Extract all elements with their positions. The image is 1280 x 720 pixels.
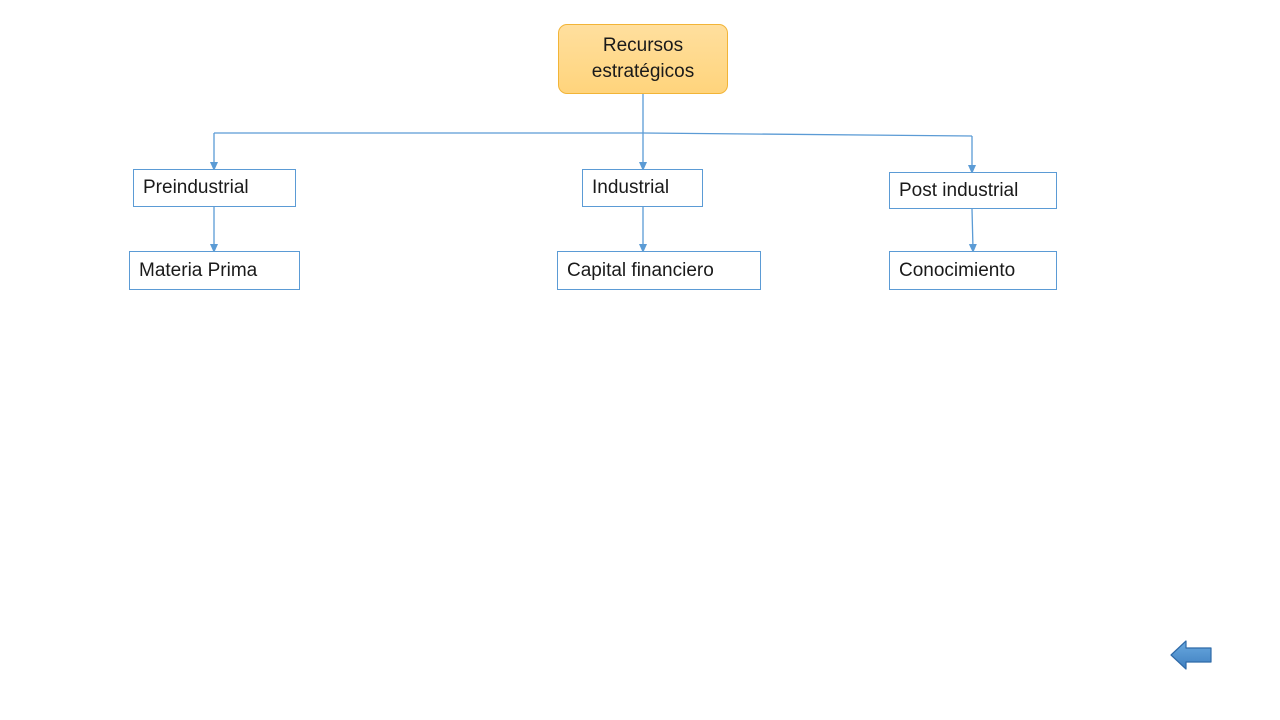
resource-node-materia-prima: Materia Prima — [129, 251, 300, 290]
era-node-label: Post industrial — [899, 179, 1019, 201]
era-node-label: Preindustrial — [143, 177, 249, 198]
resource-node-conocimiento: Conocimiento — [889, 251, 1057, 290]
resource-node-label: Materia Prima — [139, 259, 258, 281]
era-node-post-industrial: Post industrial — [889, 172, 1057, 209]
back-button[interactable] — [1170, 640, 1212, 670]
root-node-label: Recursos estratégicos — [591, 35, 695, 82]
arrow-left-icon — [1170, 640, 1212, 670]
resource-node-capital-financiero: Capital financiero — [557, 251, 761, 290]
era-node-label: Industrial — [592, 177, 670, 198]
era-node-industrial: Industrial — [582, 169, 703, 207]
connector-post-industrial-to-conocimiento — [968, 208, 977, 253]
connector-bus — [214, 132, 973, 137]
era-node-preindustrial: Preindustrial — [133, 169, 296, 207]
resource-node-label: Capital financiero — [567, 259, 714, 281]
root-node-recursos-estrategicos: Recursos estratégicos — [558, 24, 728, 94]
resource-node-label: Conocimiento — [899, 259, 1016, 281]
